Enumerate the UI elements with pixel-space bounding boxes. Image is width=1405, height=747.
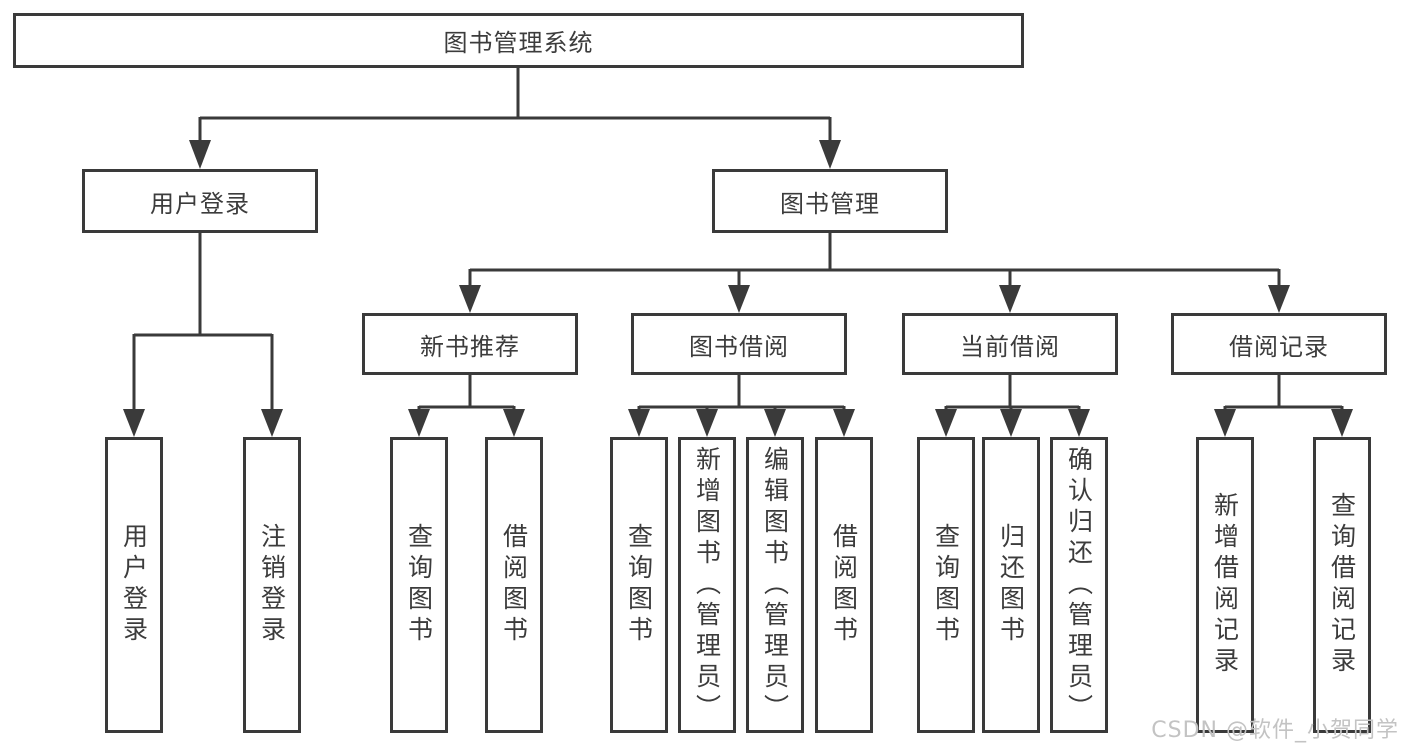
node-label: 查询图书 [404, 523, 434, 647]
leaf-newbooks-query-books: 查询图书 [390, 437, 448, 733]
node-label: 图书管理 [780, 189, 880, 218]
node-new-book-recommendation: 新书推荐 [362, 313, 578, 375]
leaf-newbooks-borrow-books: 借阅图书 [485, 437, 543, 733]
node-label: 用户登录 [119, 523, 149, 647]
node-book-borrowing: 图书借阅 [631, 313, 847, 375]
arrowhead-icons [123, 140, 1353, 437]
node-label: 当前借阅 [960, 332, 1060, 361]
node-library-management-system: 图书管理系统 [13, 13, 1024, 68]
node-label: 用户登录 [150, 189, 250, 218]
node-label: 查询图书 [931, 523, 961, 647]
node-label: 查询借阅记录 [1327, 492, 1357, 678]
node-label: 借阅记录 [1229, 332, 1329, 361]
leaf-user-login: 用户登录 [105, 437, 163, 733]
node-label: 新增图书（管理员） [692, 445, 722, 725]
leaf-current-query-books: 查询图书 [917, 437, 975, 733]
node-label: 新增借阅记录 [1210, 492, 1240, 678]
leaf-borrowing-edit-books-admin: 编辑图书（管理员） [746, 437, 804, 733]
node-label: 借阅图书 [829, 523, 859, 647]
node-label: 确认归还（管理员） [1064, 445, 1094, 725]
leaf-current-return-books: 归还图书 [982, 437, 1040, 733]
node-current-borrowing: 当前借阅 [902, 313, 1118, 375]
leaf-logout: 注销登录 [243, 437, 301, 733]
node-label: 借阅图书 [499, 523, 529, 647]
node-book-management: 图书管理 [712, 169, 948, 233]
node-label: 归还图书 [996, 523, 1026, 647]
node-label: 查询图书 [624, 523, 654, 647]
node-label: 注销登录 [257, 523, 287, 647]
node-label: 图书管理系统 [443, 29, 594, 57]
leaf-current-confirm-return-admin: 确认归还（管理员） [1050, 437, 1108, 733]
node-user-login: 用户登录 [82, 169, 318, 233]
leaf-records-query-borrow-record: 查询借阅记录 [1313, 437, 1371, 733]
node-borrowing-records: 借阅记录 [1171, 313, 1387, 375]
csdn-watermark: CSDN @软件_小贺同学 [1151, 718, 1399, 743]
node-label: 图书借阅 [689, 332, 789, 361]
leaf-borrowing-query-books: 查询图书 [610, 437, 668, 733]
node-label: 新书推荐 [420, 332, 520, 361]
leaf-borrowing-borrow-books: 借阅图书 [815, 437, 873, 733]
node-label: 编辑图书（管理员） [760, 445, 790, 725]
leaf-borrowing-add-books-admin: 新增图书（管理员） [678, 437, 736, 733]
leaf-records-add-borrow-record: 新增借阅记录 [1196, 437, 1254, 733]
